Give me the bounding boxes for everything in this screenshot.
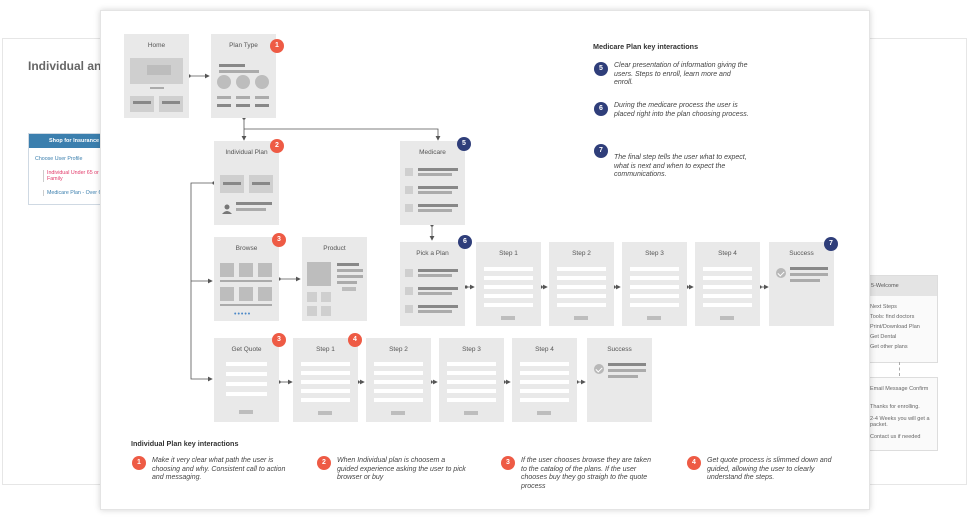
medicare-notes-title: Medicare Plan key interactions	[593, 42, 699, 51]
email-item: Thanks for enrolling.	[870, 404, 920, 410]
node-title: Get Quote	[231, 346, 262, 353]
note-badge: 5	[594, 62, 608, 76]
welcome-box: 5-Welcome Next Steps Tools: find doctors…	[866, 275, 938, 363]
node-home[interactable]: Home	[124, 34, 189, 118]
background-left-card: Individual and Shop for Insurance Choose…	[2, 38, 120, 485]
node-quote-step-2[interactable]: Step 2	[366, 338, 431, 422]
node-pick-plan[interactable]: Pick a Plan	[400, 242, 465, 326]
node-title: Step 3	[462, 346, 481, 353]
individual-note: Make it very clear what path the user is…	[152, 457, 286, 482]
node-individual-plan[interactable]: Individual Plan	[214, 141, 279, 225]
node-title: Plan Type	[229, 42, 258, 49]
node-title: Individual Plan	[225, 149, 268, 156]
node-medicare-step-3[interactable]: Step 3	[622, 242, 687, 326]
node-title: Product	[323, 245, 346, 252]
node-title: Step 1	[499, 250, 518, 257]
node-get-quote[interactable]: Get Quote	[214, 338, 279, 422]
note-badge: 2	[317, 456, 331, 470]
connector-lines	[187, 73, 769, 385]
badge-individual-plan: 2	[270, 139, 284, 153]
welcome-item: Get Dental	[870, 334, 897, 340]
individual-note: If the user chooses browse they are take…	[521, 457, 651, 490]
menu-item-individual[interactable]: Individual Under 65 or Family	[43, 170, 107, 182]
node-title: Step 2	[389, 346, 408, 353]
connector-dashed	[899, 362, 900, 376]
individual-note: When Individual plan is choosem a guided…	[337, 457, 466, 482]
badge-medicare: 5	[457, 137, 471, 151]
welcome-item: Tools: find doctors	[870, 314, 915, 320]
node-title: Step 4	[718, 250, 737, 257]
medicare-note: During the medicare process the user is …	[614, 102, 749, 118]
note-badge: 4	[687, 456, 701, 470]
medicare-note: The final step tells the user what to ex…	[614, 154, 747, 179]
node-medicare-success[interactable]: Success	[769, 242, 834, 326]
node-title: Success	[789, 250, 814, 257]
node-browse[interactable]: Browse •••••	[214, 237, 279, 321]
medicare-note: Clear presentation of information giving…	[614, 62, 748, 87]
pagination-dots-icon: •••••	[234, 311, 252, 318]
flow-diagram-card: Home Plan Type 1 Individual Plan	[100, 10, 870, 510]
note-badge: 7	[594, 144, 608, 158]
node-title: Step 1	[316, 346, 335, 353]
welcome-item: Next Steps	[870, 304, 897, 310]
node-title: Step 3	[645, 250, 664, 257]
individual-notes-title: Individual Plan key interactions	[131, 439, 239, 448]
node-title: Home	[147, 42, 166, 49]
node-title: Medicare	[419, 149, 446, 156]
individual-note: Get quote process is slimmed down and gu…	[707, 457, 832, 482]
email-item: Email Message Confirm	[870, 386, 929, 392]
node-medicare-step-1[interactable]: Step 1	[476, 242, 541, 326]
welcome-header: 5-Welcome	[867, 276, 937, 296]
badge-browse: 3	[272, 233, 286, 247]
node-quote-step-4[interactable]: Step 4	[512, 338, 577, 422]
menu-item-profile[interactable]: Choose User Profile	[35, 156, 83, 162]
node-medicare-step-4[interactable]: Step 4	[695, 242, 760, 326]
arrow-plantype-medicare	[244, 128, 441, 141]
email-item: 2-4 Weeks you will get a packet.	[870, 416, 930, 428]
node-title: Success	[607, 346, 632, 353]
user-icon	[222, 201, 232, 214]
node-title: Step 2	[572, 250, 591, 257]
background-right-card: 5-Welcome Next Steps Tools: find doctors…	[855, 38, 967, 485]
node-title: Pick a Plan	[416, 250, 449, 257]
welcome-item: Get other plans	[870, 344, 908, 350]
shop-menu-header[interactable]: Shop for Insurance	[29, 134, 119, 148]
badge-get-quote: 3	[272, 333, 286, 347]
checkmark-icon	[776, 268, 786, 278]
node-quote-success[interactable]: Success	[587, 338, 652, 422]
checkmark-icon	[594, 364, 604, 374]
menu-item-medicare[interactable]: Medicare Plan - Over 65	[43, 190, 104, 196]
node-quote-step-1[interactable]: Step 1	[293, 338, 358, 422]
email-box: Email Message Confirm Thanks for enrolli…	[866, 377, 938, 451]
node-title: Step 4	[535, 346, 554, 353]
note-badge: 3	[501, 456, 515, 470]
node-medicare-step-2[interactable]: Step 2	[549, 242, 614, 326]
node-quote-step-3[interactable]: Step 3	[439, 338, 504, 422]
node-product[interactable]: Product	[302, 237, 367, 321]
background-title: Individual and	[28, 59, 109, 73]
badge-quote-step-1: 4	[348, 333, 362, 347]
badge-plan-type: 1	[270, 39, 284, 53]
node-medicare[interactable]: Medicare	[400, 141, 465, 225]
badge-medicare-success: 7	[824, 237, 838, 251]
node-title: Browse	[235, 245, 258, 252]
note-badge: 6	[594, 102, 608, 116]
badge-pick-plan: 6	[458, 235, 472, 249]
node-plan-type[interactable]: Plan Type	[211, 34, 276, 118]
welcome-item: Print/Download Plan	[870, 324, 920, 330]
email-item: Contact us if needed	[870, 434, 921, 440]
note-badge: 1	[132, 456, 146, 470]
